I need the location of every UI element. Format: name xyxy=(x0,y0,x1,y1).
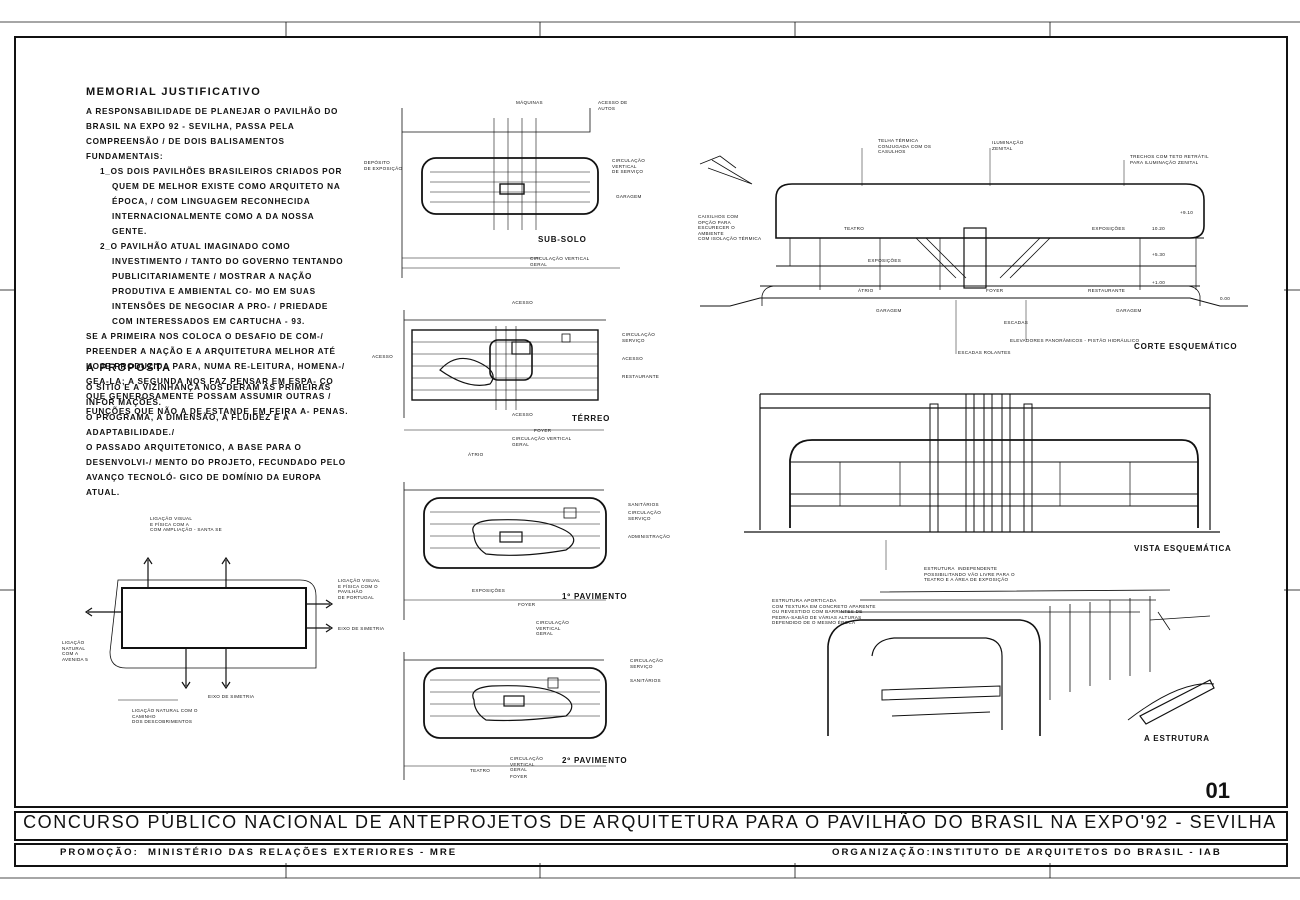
corte-title: CORTE ESQUEMÁTICO xyxy=(1134,342,1238,351)
terreo-note: ACESSO xyxy=(372,354,393,359)
pav1-note: SANITÁRIOS xyxy=(628,502,659,507)
memorial-item-1: 1_OS DOIS PAVILHÕES BRASILEIROS CRIADOS … xyxy=(100,167,343,236)
site-note-bottom: LIGAÇÃO NATURAL COM O CAMINHO DOS DESCOB… xyxy=(132,708,198,725)
subsolo-note: CIRCULAÇÃO VERTICAL GERAL xyxy=(530,256,590,267)
terreo-note: CIRCULAÇÃO SERVIÇO xyxy=(622,332,656,343)
footer-box xyxy=(14,843,1288,867)
memorial-item-2: 2_O PAVILHÃO ATUAL IMAGINADO COMO INVEST… xyxy=(100,242,344,326)
trim-marks xyxy=(0,21,1300,879)
title-box xyxy=(14,811,1288,841)
corte-level: 10.20 xyxy=(1152,226,1165,231)
promocao-value: MINISTÉRIO DAS RELAÇÕES EXTERIORES - MRE xyxy=(148,847,458,858)
corte-note: RESTAURANTE xyxy=(1088,288,1126,293)
pav2-note: CIRCULAÇÃO VERTICAL GERAL xyxy=(510,756,544,773)
corte-note: ILUMINAÇÃO ZENITAL xyxy=(992,140,1024,151)
terreo-note: RESTAURANTE xyxy=(622,374,660,379)
corte-note: TEATRO xyxy=(844,226,865,231)
site-note-top: LIGAÇÃO VISUAL E FÍSICA COM A COM AMPLIA… xyxy=(150,516,222,533)
corte-note: GARAGEM xyxy=(876,308,902,313)
site-eixo-right: EIXO DE SIMETRIA xyxy=(338,626,385,631)
corte-note: ELEVADORES PANORÂMICOS - PISTÃO HIDRÁULI… xyxy=(1010,338,1140,343)
pav2-note: SANITÁRIOS xyxy=(630,678,661,683)
competition-title: CONCURSO PÚBLICO NACIONAL DE ANTEPROJETO… xyxy=(23,812,1277,832)
pav2-note: FOYER xyxy=(510,774,528,779)
promocao-label: PROMOÇÃO: xyxy=(60,847,139,858)
corte-note: EXPOSIÇÕES xyxy=(1092,226,1126,231)
memorial-title: MEMORIAL JUSTIFICATIVO xyxy=(86,86,262,98)
memorial-body: A RESPONSABILIDADE DE PLANEJAR O PAVILHÃ… xyxy=(86,104,352,419)
corte-level: +9.10 xyxy=(1180,210,1194,215)
subsolo-note: GARAGEM xyxy=(616,194,642,199)
subsolo-note: ACESSO DE AUTOS xyxy=(598,100,628,111)
plan-1-pavimento-title: 1º PAVIMENTO xyxy=(562,592,628,601)
terreo-note: ACESSO xyxy=(512,412,533,417)
corte-note: CAIXILHOS COM OPÇÃO PARA ESCURECER O AMB… xyxy=(698,214,762,242)
organizacao-value: INSTITUTO DE ARQUITETOS DO BRASIL - IAB xyxy=(932,847,1222,858)
section-drawing xyxy=(699,148,1248,354)
terreo-note: CIRCULAÇÃO VERTICAL GERAL xyxy=(512,436,572,447)
site-note-right: LIGAÇÃO VISUAL E FÍSICA COM O PAVILHÃO D… xyxy=(338,578,381,600)
plan-subsolo-title: SUB-SOLO xyxy=(538,235,587,244)
corte-note: ESCADAS ROLANTES xyxy=(958,350,1011,355)
plan-2-pavimento-title: 2º PAVIMENTO xyxy=(562,756,628,765)
sheet-number: 01 xyxy=(1205,778,1230,803)
corte-note: GARAGEM xyxy=(1116,308,1142,313)
organizacao-label: ORGANIZAÇÃO: xyxy=(832,847,932,858)
pav1-note: CIRCULAÇÃO SERVIÇO xyxy=(628,510,662,521)
site-diagram xyxy=(84,556,334,701)
drawing-border xyxy=(14,36,1288,808)
memorial-closing: SE A PRIMEIRA NOS COLOCA O DESAFIO DE CO… xyxy=(86,332,349,416)
terreo-note: ACESSO xyxy=(512,300,533,305)
corte-note: EXPOSIÇÕES xyxy=(868,258,902,263)
site-eixo-bottom: EIXO DE SIMETRIA xyxy=(208,694,255,699)
plan-terreo xyxy=(403,310,606,431)
plan-subsolo xyxy=(401,108,620,278)
elevation-drawing xyxy=(744,393,1220,570)
proposta-body: O SÍTIO E A VIZINHANÇA NOS DERAM AS PRIM… xyxy=(86,380,352,500)
corte-level: +5.30 xyxy=(1152,252,1166,257)
plan-2-pavimento xyxy=(403,652,607,780)
corte-note: FOYER xyxy=(986,288,1004,293)
pav2-note: CIRCULAÇÃO SERVIÇO xyxy=(630,658,664,669)
corte-level: 0.00 xyxy=(1220,296,1231,301)
memorial-intro: A RESPONSABILIDADE DE PLANEJAR O PAVILHÃ… xyxy=(86,107,339,161)
terreo-note: ACESSO xyxy=(622,356,643,361)
structure-perspective xyxy=(827,589,1215,736)
vista-note: ESTRUTURA INDEPENDENTE POSSIBILITANDO VÃ… xyxy=(924,566,1015,583)
site-note-left: LIGAÇÃO NATURAL COM A AVENIDA 5 xyxy=(62,640,89,662)
corte-note: TRECHOS COM TETO RETRÁTIL PARA ILUMINAÇÃ… xyxy=(1130,154,1209,165)
proposta-title: A PROPOSTA xyxy=(86,362,172,374)
corte-note: TELHA TÉRMICA CONJUGADA COM OS CASULHOS xyxy=(878,138,932,155)
corte-note: ESCADAS xyxy=(1004,320,1029,325)
terreo-note: ÁTRIO xyxy=(468,452,484,457)
pav2-note: TEATRO xyxy=(470,768,491,773)
corte-level: +1.00 xyxy=(1152,280,1166,285)
subsolo-note: DEPÓSITO DE EXPOSIÇÃO xyxy=(364,160,403,171)
pav1-note: ADMINISTRAÇÃO xyxy=(628,534,671,539)
estrutura-title: A ESTRUTURA xyxy=(1144,734,1210,743)
vista-title: VISTA ESQUEMÁTICA xyxy=(1134,544,1232,553)
pav1-note: CIRCULAÇÃO VERTICAL GERAL xyxy=(536,620,570,637)
corte-note: ÁTRIO xyxy=(858,288,874,293)
pav1-note: FOYER xyxy=(518,602,536,607)
subsolo-note: MÁQUINAS xyxy=(516,100,543,105)
plan-1-pavimento xyxy=(403,482,607,620)
pav1-note: EXPOSIÇÕES xyxy=(472,588,506,593)
plan-terreo-title: TÉRREO xyxy=(572,414,611,423)
proposta-line-2: O PROGRAMA, A DIMENSÃO, A FLUIDEZ E A AD… xyxy=(86,413,290,437)
proposta-line-1: O SÍTIO E A VIZINHANÇA NOS DERAM AS PRIM… xyxy=(86,383,331,407)
proposta-line-3: O PASSADO ARQUITETONICO, A BASE PARA O D… xyxy=(86,443,346,497)
subsolo-note: CIRCULAÇÃO VERTICAL DE SERVIÇO xyxy=(612,158,646,175)
estrutura-note: ESTRUTURA APORTICADA COM TEXTURA EM CONC… xyxy=(772,598,876,626)
terreo-note: FOYER xyxy=(534,428,552,433)
